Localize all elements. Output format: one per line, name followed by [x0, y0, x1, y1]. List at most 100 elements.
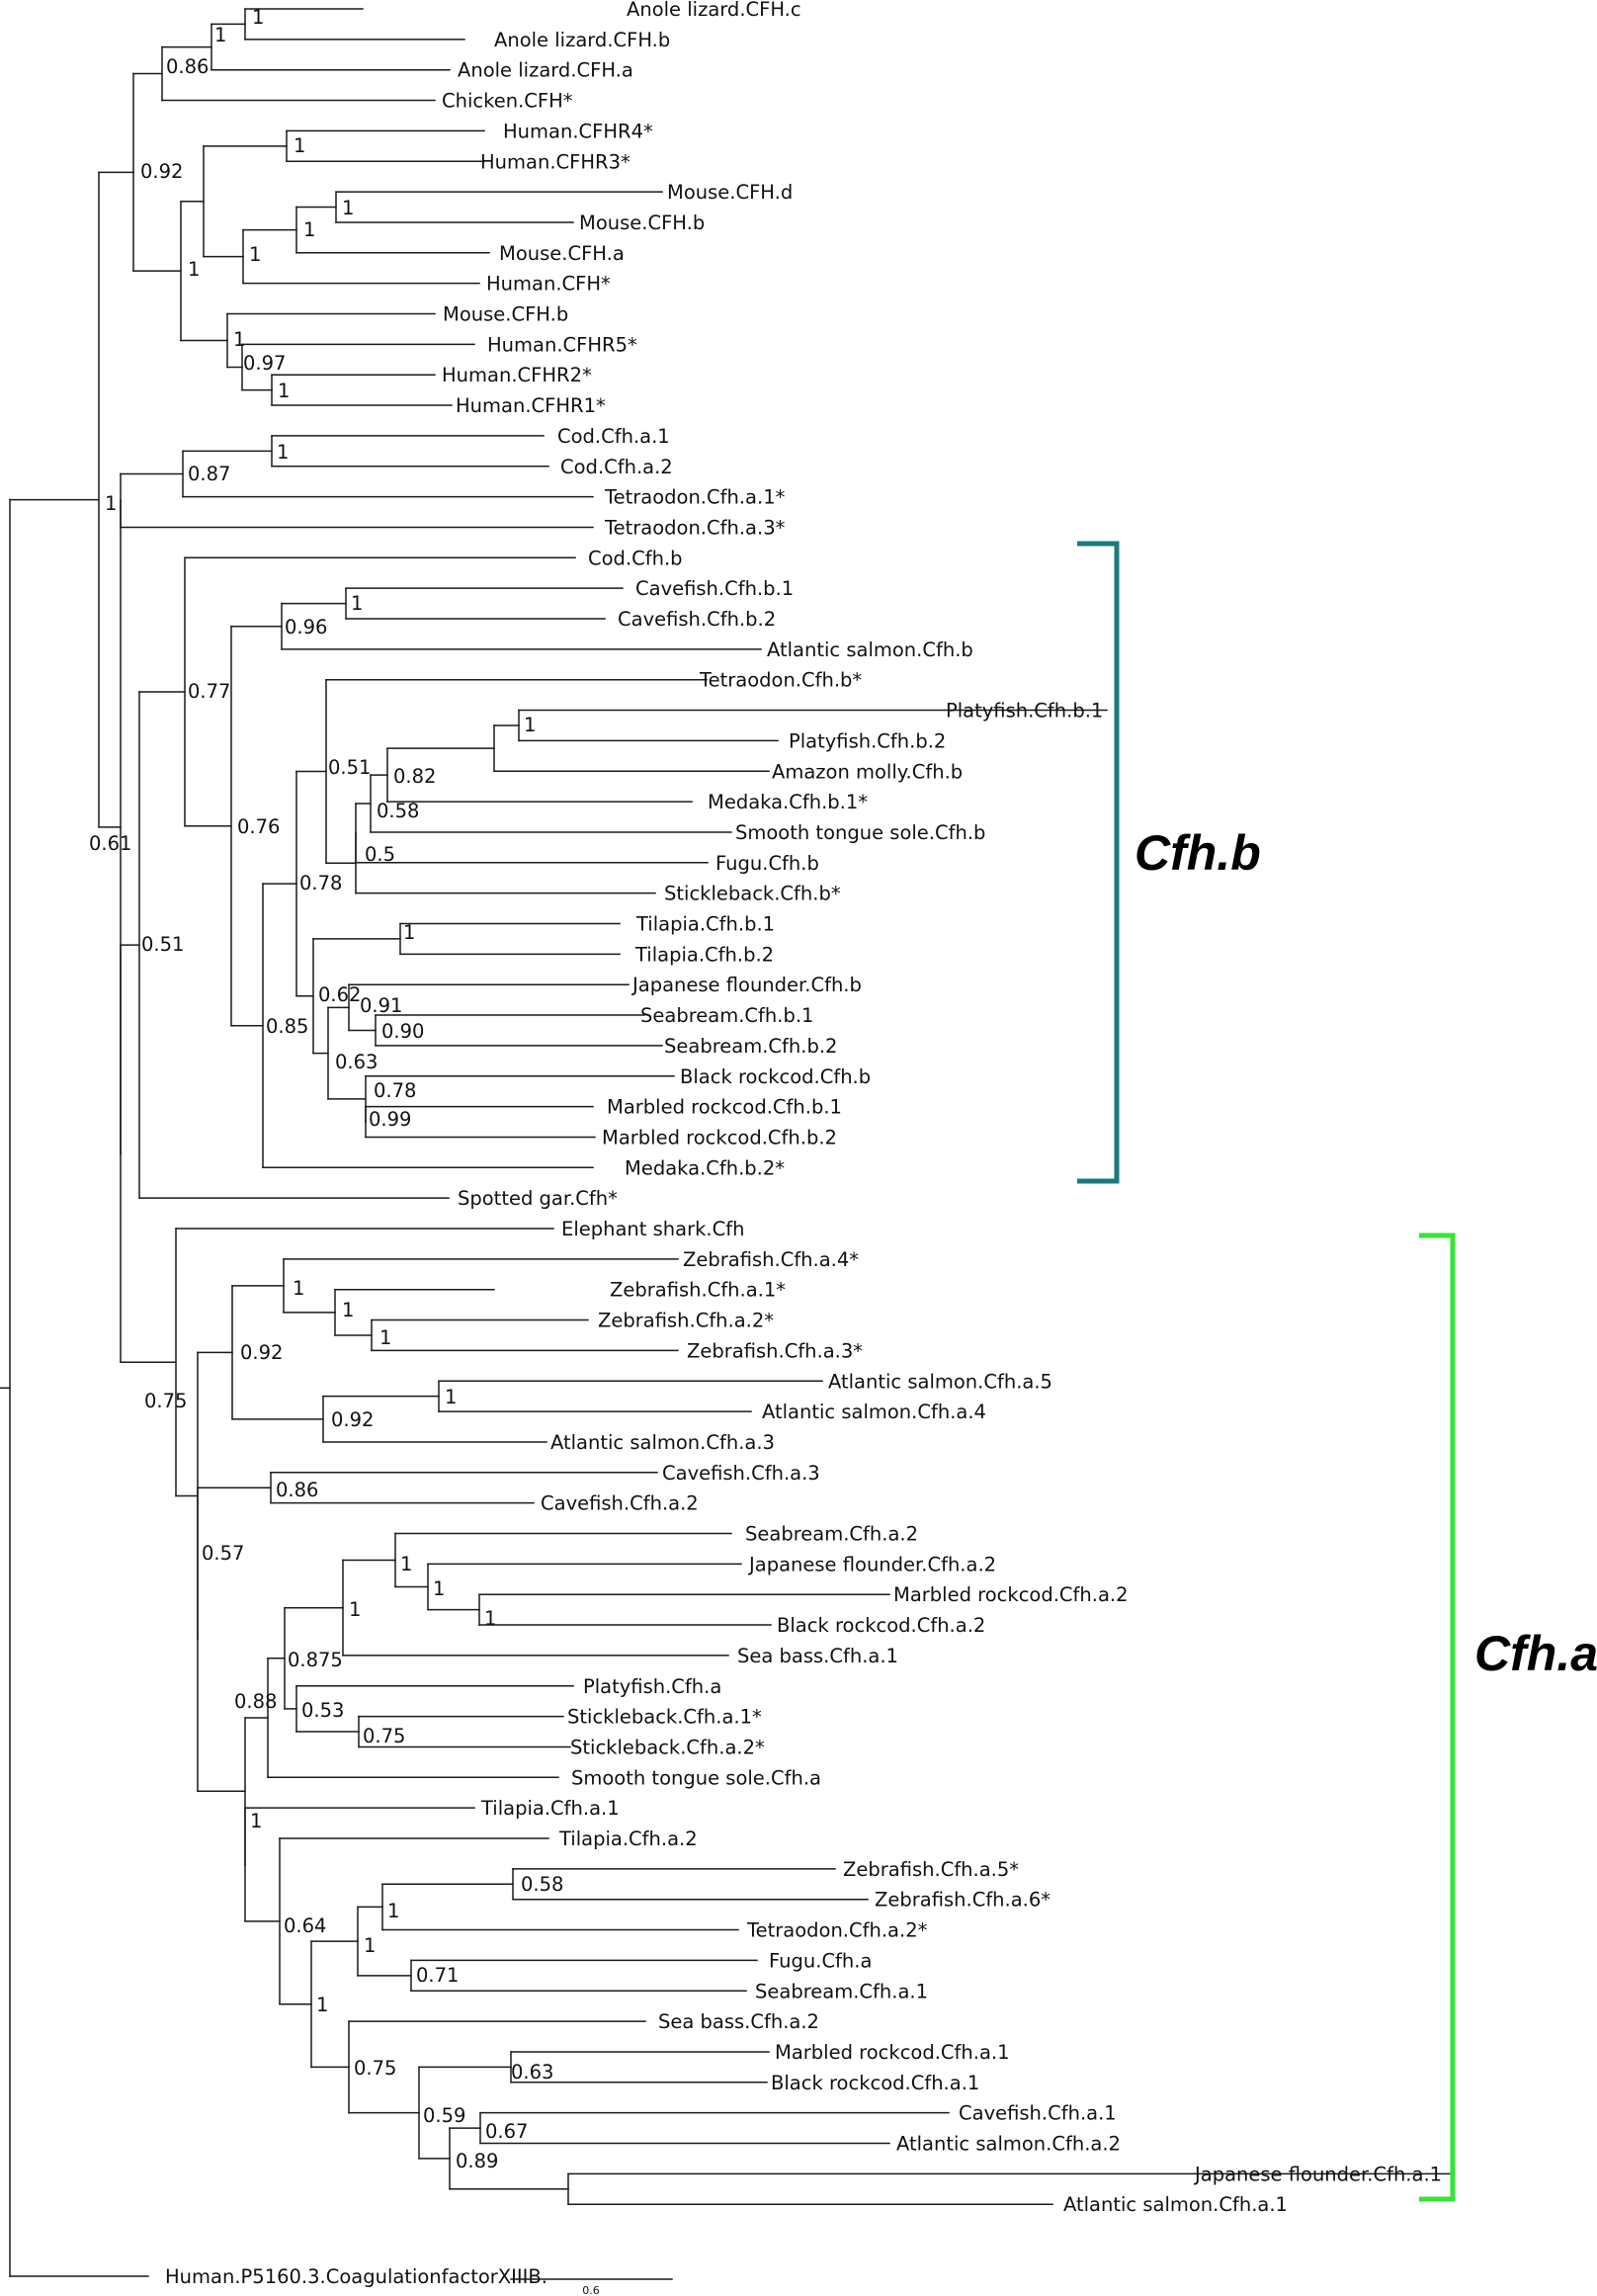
support-value: 0.63: [511, 2061, 553, 2083]
support-value: 0.99: [369, 1108, 411, 1131]
tip-label: Cavefish.Cfh.b.2: [618, 608, 776, 631]
tip-label: Japanese flounder.Cfh.a.2: [747, 1553, 996, 1575]
tip-label: Tetraodon.Cfh.a.3*: [604, 516, 786, 539]
tip-label: Anole lizard.CFH.a: [458, 59, 633, 82]
tip-label: Black rockcod.Cfh.a.1: [771, 2072, 979, 2094]
support-value: 1: [278, 380, 290, 402]
support-value: 0.89: [456, 2150, 498, 2172]
tip-label: Mouse.CFH.b: [579, 212, 705, 234]
support-value: 0.92: [331, 1408, 374, 1431]
scale-bar-label: 0.6: [582, 2284, 600, 2296]
support-value: 0.92: [240, 1341, 283, 1364]
tip-label: Stickleback.Cfh.a.2*: [570, 1736, 765, 1758]
tip-label: Japanese flounder.Cfh.b: [630, 974, 862, 996]
tip-label: Human.CFHR4*: [503, 120, 653, 142]
tip-label: Anole lizard.CFH.c: [627, 0, 801, 21]
tip-label: Tetraodon.Cfh.a.2*: [746, 1919, 928, 1942]
tip-label: Seabream.Cfh.b.2: [664, 1035, 837, 1058]
tip-label: Chicken.CFH*: [442, 90, 573, 113]
support-value: 1: [433, 1577, 445, 1600]
tip-label: Zebrafish.Cfh.a.6*: [875, 1889, 1051, 1912]
support-value: 1: [400, 1553, 412, 1575]
support-value: 1: [342, 1299, 354, 1321]
tip-label: Mouse.CFH.b: [443, 303, 568, 326]
support-value: 1: [294, 134, 305, 157]
support-value: 1: [351, 592, 363, 615]
support-value: 0.92: [140, 160, 183, 183]
tip-label: Black rockcod.Cfh.a.2: [777, 1614, 985, 1637]
support-value: 1: [484, 1607, 496, 1630]
support-value: 1: [233, 328, 245, 351]
support-value: 0.87: [188, 463, 230, 485]
support-value: 1: [387, 1900, 399, 1922]
tip-label: Zebrafish.Cfh.a.3*: [687, 1339, 863, 1362]
tip-label: Mouse.CFH.d: [667, 181, 793, 204]
tip-label: Seabream.Cfh.a.1: [755, 1980, 928, 2002]
clade-brackets: [1077, 541, 1456, 2202]
support-value: 1: [364, 1934, 376, 1957]
tip-label: Seabream.Cfh.b.1: [640, 1004, 813, 1027]
tip-label: Tilapia.Cfh.b.2: [634, 943, 774, 966]
support-value: 0.82: [393, 765, 436, 788]
tip-label: Human.CFHR1*: [456, 394, 606, 417]
support-value: 0.5: [365, 843, 395, 866]
support-value: 0.53: [301, 1699, 344, 1722]
tip-label: Zebrafish.Cfh.a.4*: [683, 1248, 859, 1271]
support-value: 0.76: [237, 815, 280, 838]
tip-label: Fugu.Cfh.b: [715, 852, 819, 875]
support-value: 1: [293, 1277, 304, 1300]
support-value: 0.90: [381, 1020, 424, 1043]
tip-label: Platyfish.Cfh.b.2: [789, 729, 946, 752]
support-value: 1: [349, 1598, 361, 1621]
tip-label: Elephant shark.Cfh: [561, 1218, 744, 1240]
support-value: 1: [303, 218, 315, 241]
support-value: 0.58: [377, 800, 419, 822]
tip-label: Tilapia.Cfh.b.1: [635, 913, 775, 936]
support-value: 1: [403, 921, 415, 944]
support-value: 1: [316, 1994, 328, 2016]
support-values: 110.860.921111110.97110.87110.960.7710.8…: [89, 6, 563, 2172]
tip-label: Human.CFHR3*: [480, 150, 630, 173]
support-value: 1: [379, 1326, 391, 1349]
tip-label: Human.CFHR2*: [442, 364, 592, 386]
tip-label: Marbled rockcod.Cfh.a.2: [893, 1583, 1129, 1606]
tip-label: Stickleback.Cfh.b*: [664, 883, 841, 905]
support-value: 1: [250, 1810, 262, 1832]
tip-label: Mouse.CFH.a: [499, 242, 625, 265]
clade-bracket-cfh-b: [1077, 541, 1120, 1184]
tip-label: Sea bass.Cfh.a.1: [737, 1645, 898, 1667]
tip-label: Marbled rockcod.Cfh.b.1: [607, 1096, 842, 1119]
support-value: 1: [445, 1386, 457, 1408]
tip-label: Marbled rockcod.Cfh.b.2: [602, 1126, 837, 1148]
tip-label: Cavefish.Cfh.a.2: [541, 1492, 699, 1515]
tip-label: Zebrafish.Cfh.a.2*: [598, 1310, 774, 1332]
support-value: 0.75: [144, 1390, 187, 1412]
clade-label-cfh-b: Cfh.b: [1135, 825, 1261, 881]
tip-label: Marbled rockcod.Cfh.a.1: [775, 2041, 1010, 2064]
support-value: 1: [277, 441, 289, 464]
tip-label: Zebrafish.Cfh.a.5*: [843, 1858, 1019, 1881]
support-value: 0.59: [423, 2104, 465, 2127]
support-value: 0.86: [276, 1479, 318, 1501]
support-value: 0.63: [335, 1051, 378, 1073]
support-value: 0.58: [521, 1873, 563, 1896]
tip-label: Atlantic salmon.Cfh.b: [767, 638, 973, 661]
support-value: 0.67: [485, 2120, 528, 2143]
support-value: 1: [252, 6, 264, 29]
support-value: 0.75: [363, 1725, 405, 1747]
support-value: 0.61: [89, 832, 131, 855]
support-value: 1: [524, 714, 536, 736]
tip-label: Stickleback.Cfh.a.1*: [567, 1706, 762, 1729]
support-value: 0.71: [416, 1964, 459, 1987]
tip-label: Anole lizard.CFH.b: [494, 29, 670, 51]
support-value: 0.91: [360, 994, 402, 1017]
tip-label: Atlantic salmon.Cfh.a.3: [550, 1431, 775, 1454]
tip-label: Human.CFHR5*: [487, 333, 637, 356]
support-value: 0.88: [234, 1690, 277, 1713]
support-value: 1: [188, 258, 200, 281]
tree-branches: [0, 8, 1454, 2277]
support-value: 0.78: [374, 1079, 416, 1102]
support-value: 0.57: [202, 1542, 244, 1565]
tip-label: Human.P5160.3.CoagulationfactorXIIIB.: [165, 2265, 547, 2288]
